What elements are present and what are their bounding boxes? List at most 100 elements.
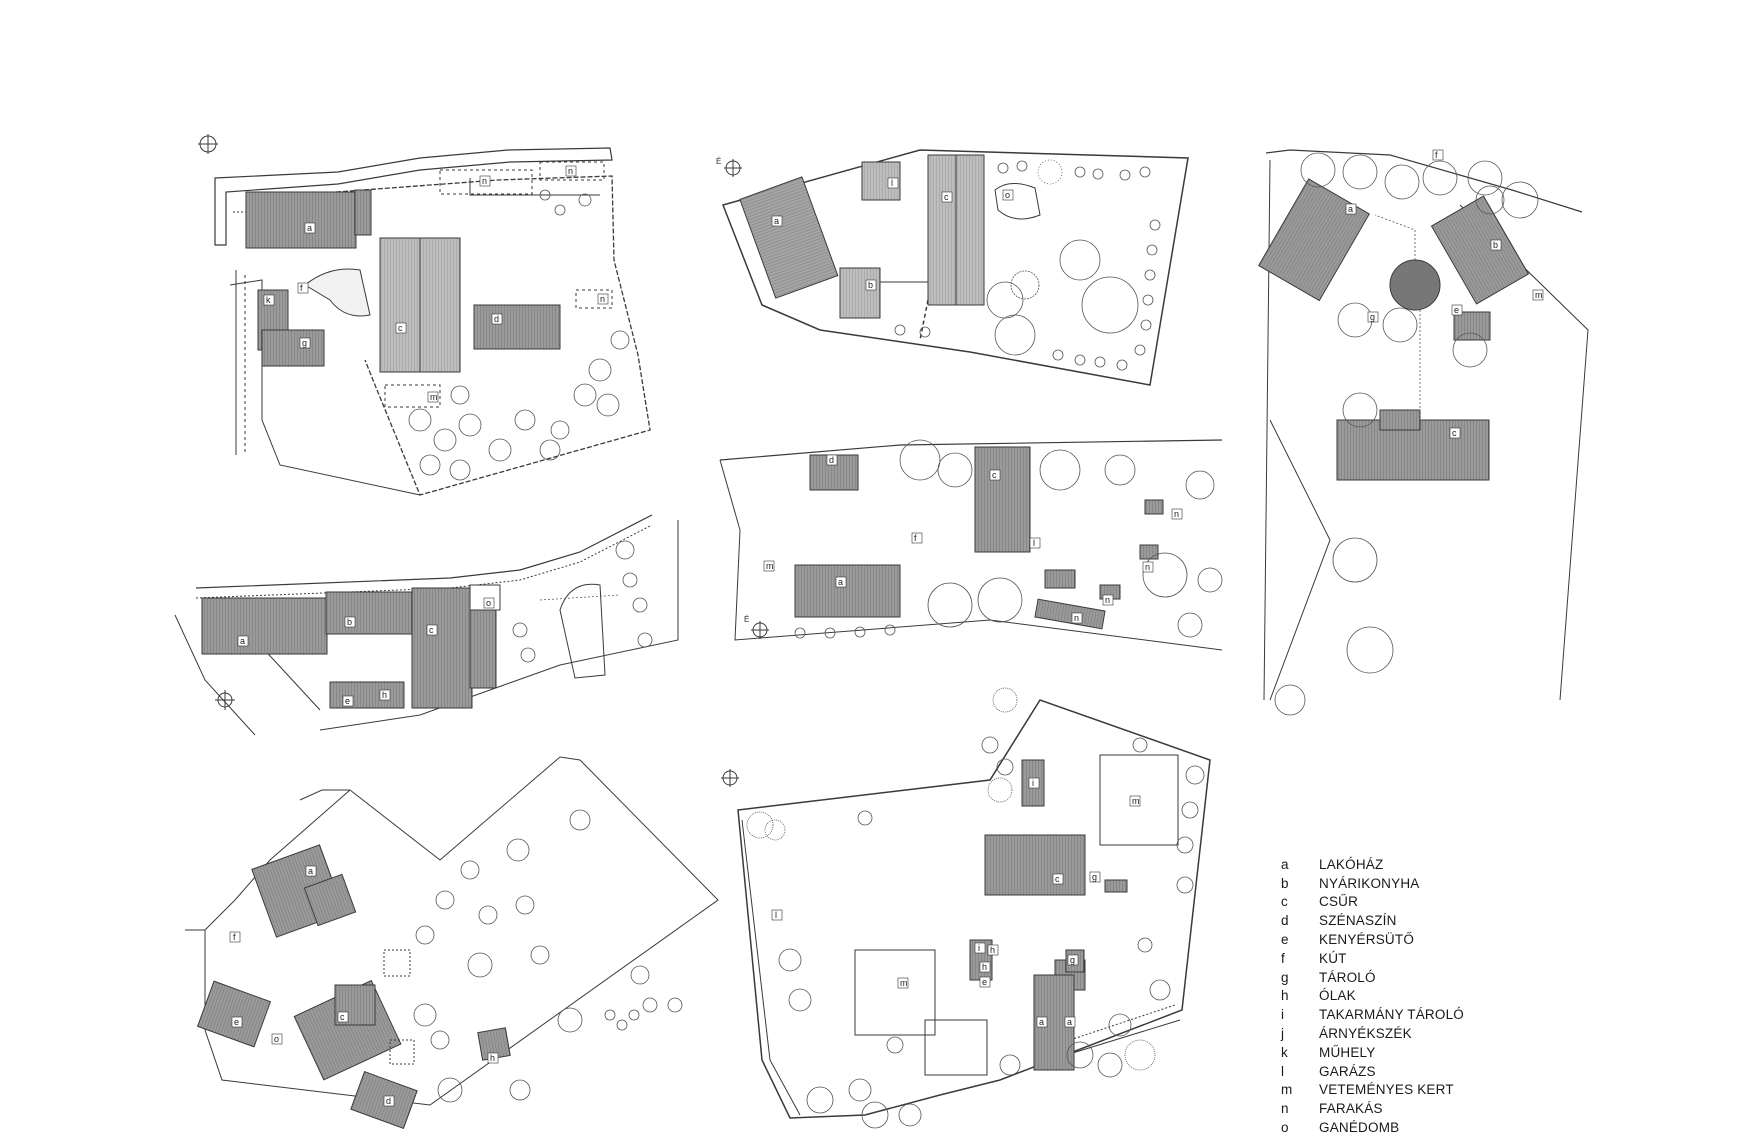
legend-key: n: [1281, 1101, 1289, 1117]
legend-label: SZÉNASZÍN: [1319, 913, 1397, 929]
plan-5-building-labels: d c a m f l n n n n: [763, 454, 1183, 624]
legend-label: KÚT: [1319, 950, 1347, 966]
legend-label: FARAKÁS: [1319, 1101, 1383, 1117]
svg-text:e: e: [234, 1017, 239, 1027]
legend-label: MŰHELY: [1319, 1044, 1376, 1060]
svg-text:f: f: [914, 533, 917, 543]
plan-3-building-labels: a b c e g f m: [1345, 149, 1544, 439]
legend-label: ÁRNYÉKSZÉK: [1319, 1026, 1412, 1042]
legend-key: f: [1281, 950, 1285, 966]
north-arrow-icon: É: [716, 157, 742, 177]
svg-text:n: n: [1145, 562, 1150, 572]
north-label: É: [716, 157, 721, 166]
svg-text:f: f: [1435, 150, 1438, 160]
svg-text:i: i: [978, 943, 980, 953]
legend-key: g: [1281, 969, 1289, 985]
legend-item: e KENYÉRSÜTŐ: [1281, 930, 1464, 949]
svg-text:d: d: [494, 314, 499, 324]
svg-text:b: b: [347, 617, 352, 627]
site-plan-4: [174, 514, 679, 736]
legend-key: k: [1281, 1044, 1288, 1060]
plan-7-building-labels: i m c g i h h e m g a a l: [771, 777, 1141, 1028]
svg-text:l: l: [891, 178, 893, 188]
svg-text:c: c: [340, 1012, 345, 1022]
legend-label: CSŰR: [1319, 894, 1359, 910]
plan-4-building-labels: a b c e h o: [237, 597, 495, 707]
legend-label: GARÁZS: [1319, 1063, 1376, 1079]
svg-text:a: a: [308, 866, 313, 876]
svg-text:c: c: [398, 323, 403, 333]
legend-item: l GARÁZS: [1281, 1062, 1464, 1081]
svg-text:n: n: [482, 176, 487, 186]
svg-text:n: n: [1074, 613, 1079, 623]
legend-item: k MŰHELY: [1281, 1043, 1464, 1062]
legend-key: c: [1281, 894, 1288, 910]
site-plan-7: [721, 687, 1211, 1129]
legend-label: VETEMÉNYES KERT: [1319, 1082, 1454, 1098]
svg-text:c: c: [429, 625, 434, 635]
svg-text:h: h: [382, 690, 387, 700]
svg-text:i: i: [1032, 778, 1034, 788]
svg-text:h: h: [982, 962, 987, 972]
site-plan-6: [185, 756, 719, 1130]
legend-label: GANÉDOMB: [1319, 1120, 1400, 1136]
svg-text:g: g: [1070, 955, 1075, 965]
legend-item: m VETEMÉNYES KERT: [1281, 1081, 1464, 1100]
svg-text:g: g: [1092, 872, 1097, 882]
legend-key: b: [1281, 875, 1289, 891]
svg-text:k: k: [266, 295, 271, 305]
svg-text:n: n: [1174, 509, 1179, 519]
svg-text:h: h: [990, 945, 995, 955]
legend-label: KENYÉRSÜTŐ: [1319, 932, 1415, 948]
legend-label: TÁROLÓ: [1319, 969, 1376, 985]
svg-text:g: g: [302, 338, 307, 348]
svg-text:c: c: [1452, 428, 1457, 438]
legend-label: LAKÓHÁZ: [1319, 856, 1384, 872]
legend-key: l: [1281, 1063, 1285, 1079]
plan-2-building-labels: a l b c o: [771, 177, 1014, 291]
legend-item: j ÁRNYÉKSZÉK: [1281, 1024, 1464, 1043]
svg-text:m: m: [1535, 290, 1543, 300]
site-plan-3: [1258, 149, 1589, 716]
north-arrow-icon: [198, 134, 218, 154]
legend-key: d: [1281, 913, 1289, 929]
legend-key: a: [1281, 856, 1289, 872]
svg-text:l: l: [775, 910, 777, 920]
svg-text:c: c: [1055, 874, 1060, 884]
site-plan-1: [198, 134, 651, 496]
svg-text:n: n: [1105, 595, 1110, 605]
svg-text:g: g: [1370, 312, 1375, 322]
svg-text:m: m: [1132, 796, 1140, 806]
svg-text:a: a: [838, 577, 843, 587]
legend-key: e: [1281, 932, 1289, 948]
svg-text:m: m: [766, 561, 774, 571]
svg-text:e: e: [982, 977, 987, 987]
svg-text:a: a: [240, 636, 245, 646]
svg-text:d: d: [829, 455, 834, 465]
svg-text:e: e: [1454, 305, 1459, 315]
svg-text:b: b: [868, 280, 873, 290]
plan-6-building-labels: a f e o c d h: [229, 865, 499, 1107]
svg-text:a: a: [1348, 204, 1353, 214]
svg-text:a: a: [307, 223, 312, 233]
svg-text:l: l: [1033, 538, 1035, 548]
svg-text:o: o: [486, 598, 491, 608]
svg-text:a: a: [774, 216, 779, 226]
svg-text:e: e: [345, 696, 350, 706]
north-arrow-icon: [215, 690, 235, 710]
legend-item: f KÚT: [1281, 949, 1464, 968]
legend-key: m: [1281, 1082, 1293, 1098]
legend-item: n FARAKÁS: [1281, 1099, 1464, 1118]
svg-text:c: c: [992, 470, 997, 480]
legend-key: j: [1281, 1026, 1285, 1042]
north-label: É: [744, 615, 749, 624]
site-plan-5: É: [719, 439, 1223, 651]
legend-item: d SZÉNASZÍN: [1281, 911, 1464, 930]
svg-text:a: a: [1039, 1017, 1044, 1027]
svg-text:o: o: [1005, 190, 1010, 200]
